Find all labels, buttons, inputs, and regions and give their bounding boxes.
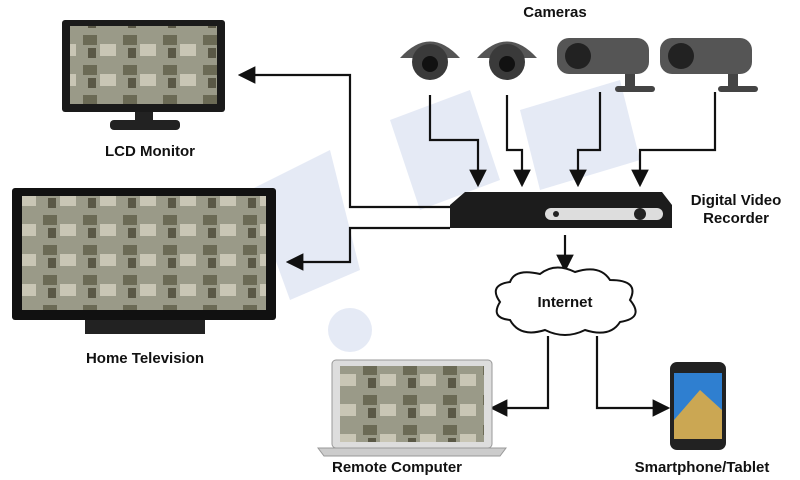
lcd-monitor-label: LCD Monitor [105,143,195,160]
bullet-camera [557,38,655,92]
dvr-device [450,192,672,228]
lcd-monitor [62,20,225,130]
dome-camera [477,41,537,80]
watermark [250,80,640,390]
dome-camera [400,41,460,80]
dvr-label: Digital Video Recorder [676,192,796,228]
dvr-label-line1: Digital Video [690,192,782,209]
laptop [317,359,507,457]
dvr-label-line2: Recorder [703,210,769,227]
internet-cloud [494,266,637,336]
smartphone [670,362,726,450]
cameras-label: Cameras [523,4,587,21]
remote-computer-label: Remote Computer [331,459,462,476]
home-tv-label: Home Television [85,350,205,367]
connector-lines [237,66,717,417]
home-television [12,188,276,334]
internet-label: Internet [537,294,593,311]
smartphone-label: Smartphone/Tablet [634,459,770,476]
bullet-camera [660,38,758,92]
